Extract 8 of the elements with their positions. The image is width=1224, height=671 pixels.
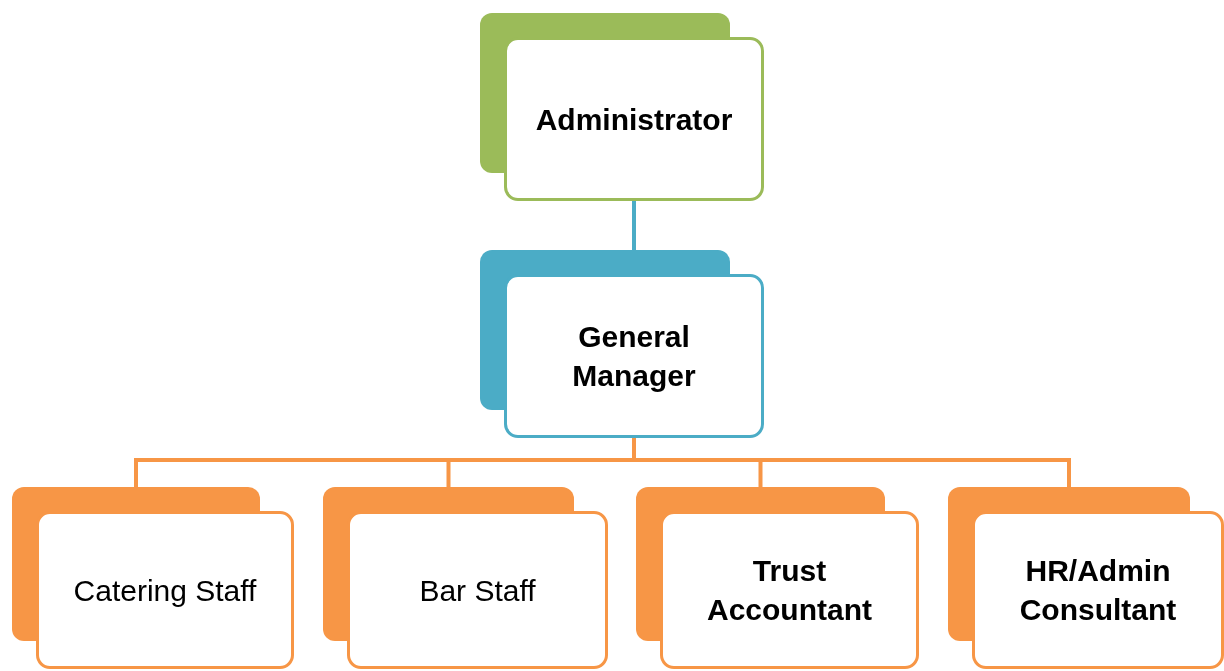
connector-line [632, 201, 636, 250]
role-title: Administrator [535, 101, 733, 138]
role-title: HR/Admin Consultant [1018, 553, 1178, 628]
role-title: Catering Staff [73, 572, 257, 609]
role-title: Trust Accountant [706, 553, 873, 628]
role-title: General Manager [571, 319, 697, 394]
connector-line [632, 438, 1071, 487]
role-title: Bar Staff [419, 572, 536, 609]
